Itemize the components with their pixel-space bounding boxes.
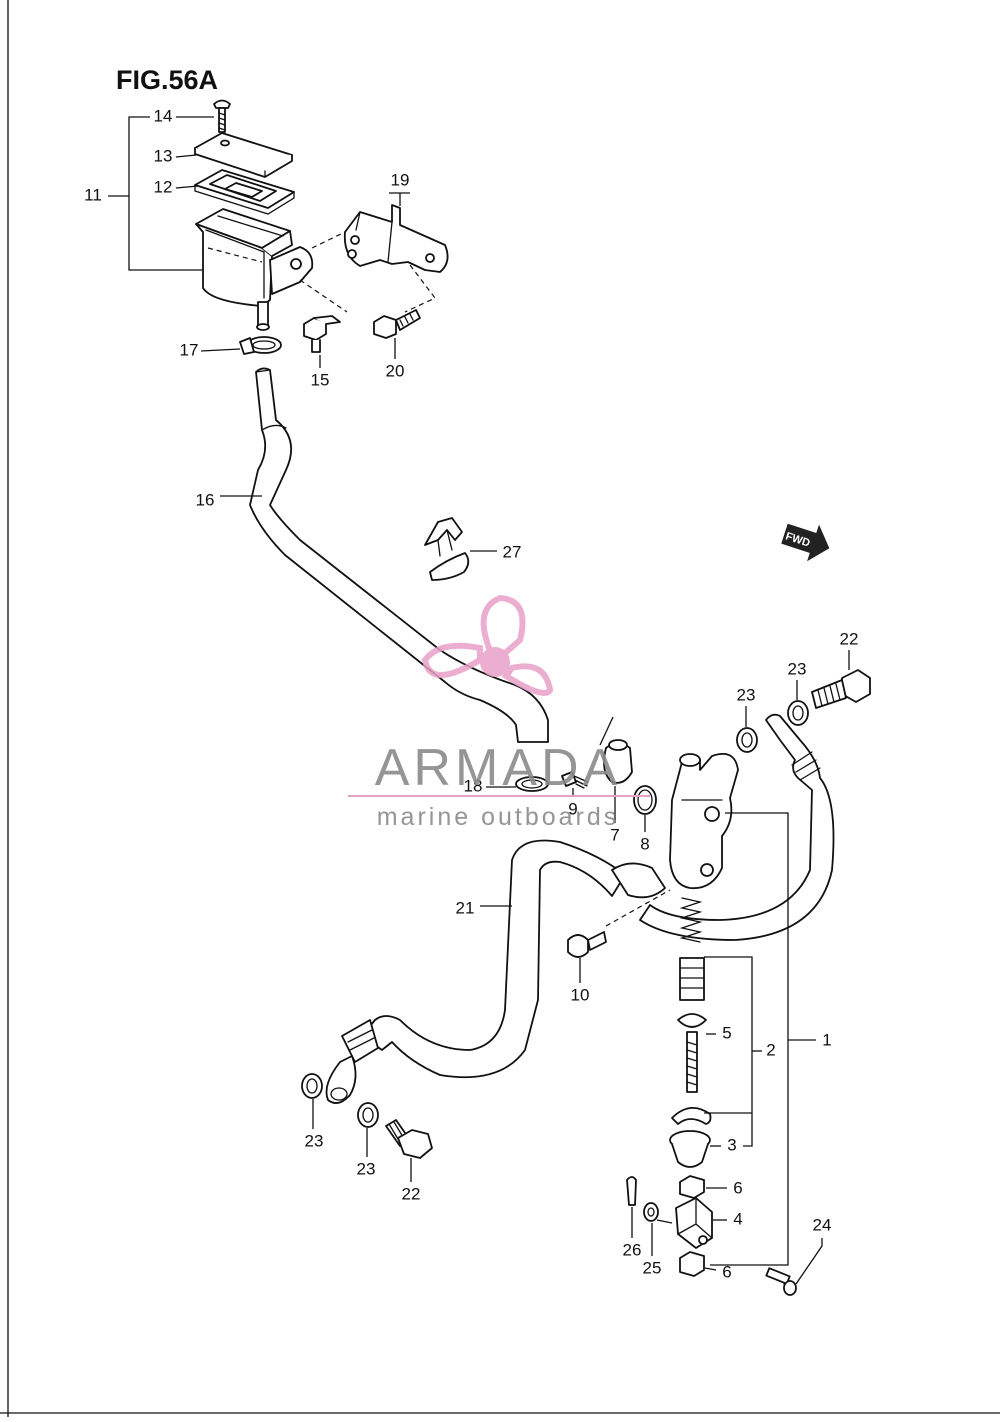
- callout-23-d: 23: [357, 1159, 376, 1178]
- screw-14: [213, 99, 231, 133]
- callout-22-lower: 22: [402, 1184, 421, 1203]
- bolt-15: [303, 315, 341, 353]
- hose-16: [249, 367, 549, 743]
- o-ring-8: [633, 785, 657, 815]
- callout-15: 15: [311, 370, 330, 389]
- connector-7: [603, 739, 633, 784]
- bolt-22-lower: [385, 1119, 433, 1159]
- clevis-4: [675, 1197, 713, 1249]
- reservoir-bracket: [108, 116, 205, 271]
- callout-5: 5: [722, 1023, 731, 1042]
- washer-23-a: [787, 700, 809, 726]
- callout-12: 12: [154, 177, 173, 196]
- callout-18: 18: [464, 776, 483, 795]
- callout-17: 17: [180, 340, 199, 359]
- callout-7: 7: [610, 825, 619, 844]
- callout-23-b: 23: [737, 685, 756, 704]
- hose-end-18: [515, 776, 549, 792]
- bolt-20: [373, 309, 421, 339]
- callout-19: 19: [391, 170, 410, 189]
- callout-11: 11: [84, 185, 102, 204]
- callout-3: 3: [727, 1135, 736, 1154]
- nut-6-upper: [679, 1175, 705, 1199]
- callout-6-upper: 6: [733, 1178, 742, 1197]
- piston-cup: [679, 957, 705, 1001]
- callout-21: 21: [456, 898, 475, 917]
- push-rod-5: [677, 1013, 707, 1093]
- callout-22-upper: 22: [840, 629, 859, 648]
- diaphragm-12: [194, 169, 295, 215]
- callout-23-a: 23: [788, 659, 807, 678]
- callout-27: 27: [503, 542, 522, 561]
- boot-3: [669, 1130, 711, 1168]
- callout-16: 16: [196, 490, 215, 509]
- callout-10: 10: [571, 985, 590, 1004]
- bolt-22-upper: [811, 669, 871, 709]
- master-cylinder-1: [669, 752, 739, 890]
- callout-13: 13: [154, 146, 173, 165]
- clip-27: [424, 517, 470, 581]
- propeller-blade-icon: [501, 663, 554, 696]
- callout-14: 14: [154, 106, 173, 125]
- propeller-blade-icon: [480, 594, 526, 667]
- washer-25: [643, 1202, 659, 1222]
- callout-24: 24: [813, 1215, 832, 1234]
- callout-25: 25: [643, 1258, 662, 1277]
- screw-9: [561, 771, 589, 789]
- callout-6-lower: 6: [722, 1262, 731, 1281]
- bracket-19: [343, 204, 449, 273]
- reservoir-cap-13: [194, 132, 293, 178]
- screw-10: [567, 931, 607, 958]
- watermark-tagline: marine outboards: [377, 803, 620, 831]
- washer-23-c: [301, 1073, 323, 1099]
- callout-2: 2: [766, 1040, 775, 1059]
- cotter-pin-26: [626, 1176, 637, 1206]
- clamp-17: [239, 336, 282, 355]
- callout-23-c: 23: [305, 1131, 324, 1150]
- hose-21: [361, 839, 666, 1079]
- callout-1: 1: [822, 1030, 831, 1049]
- callout-8: 8: [640, 834, 649, 853]
- reservoir-body-11: [195, 208, 314, 331]
- banjo-fitting-left: [325, 1019, 379, 1104]
- hose-right: [639, 713, 835, 941]
- circlip: [671, 1107, 712, 1125]
- callout-9: 9: [568, 799, 577, 818]
- callout-4: 4: [733, 1209, 742, 1228]
- propeller-hub-icon: [480, 647, 510, 677]
- callout-20: 20: [386, 361, 405, 380]
- propeller-blade-icon: [421, 642, 483, 678]
- callout-26: 26: [623, 1240, 642, 1259]
- washer-23-b: [736, 727, 758, 753]
- watermark-brand: ARMADA: [375, 739, 621, 797]
- watermark-logo: [421, 594, 554, 696]
- spring: [679, 897, 703, 943]
- figure-title: FIG.56A: [116, 65, 218, 95]
- pin-24: [765, 1267, 797, 1296]
- forward-direction-arrow: FWD: [781, 523, 830, 562]
- washer-23-d: [357, 1102, 379, 1128]
- nut-6-lower: [679, 1251, 705, 1277]
